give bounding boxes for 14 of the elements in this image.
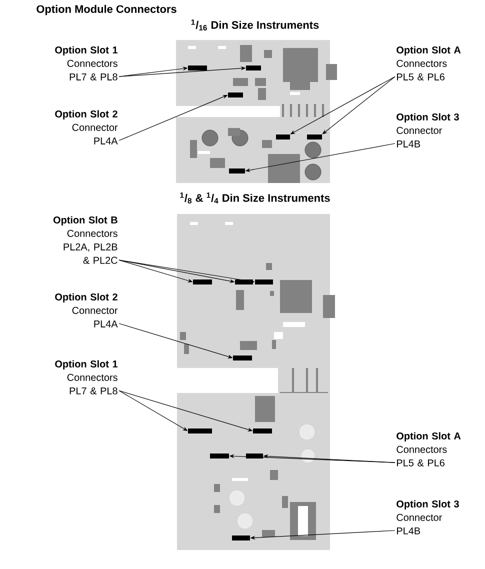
callout-text: Option Slot 1 Connectors PL7 & PL8 — [55, 46, 118, 80]
callout-text: Option Slot 3 Connector PL4B — [396, 113, 459, 148]
callout-text: Option Slot B Connectors PL2A, PL2B & PL2C — [53, 216, 118, 264]
title: Option Module Connectors — [36, 4, 176, 16]
section-heading: $^{1}$/$_{8}$ & $^{1}$/$_{4}$ Din Size Instruments — [180, 192, 330, 204]
callout-text: Option Slot A Connectors PL5 & PL6 — [396, 432, 461, 466]
callout-text: Option Slot A Connectors PL5 & PL6 — [396, 46, 461, 80]
callout-text: Option Slot 2 Connector PL4A — [55, 110, 118, 144]
section-heading: $^{1}$/$_{16}$ Din Size Instruments — [191, 20, 319, 30]
callout-text: Option Slot 3 Connector PL4B — [396, 500, 459, 534]
connector — [307, 134, 322, 140]
callout-text: Option Slot 2 Connector PL4A — [55, 293, 118, 328]
connector — [276, 134, 290, 140]
callout-text: Option Slot 1 Connectors PL7 & PL8 — [55, 360, 118, 394]
